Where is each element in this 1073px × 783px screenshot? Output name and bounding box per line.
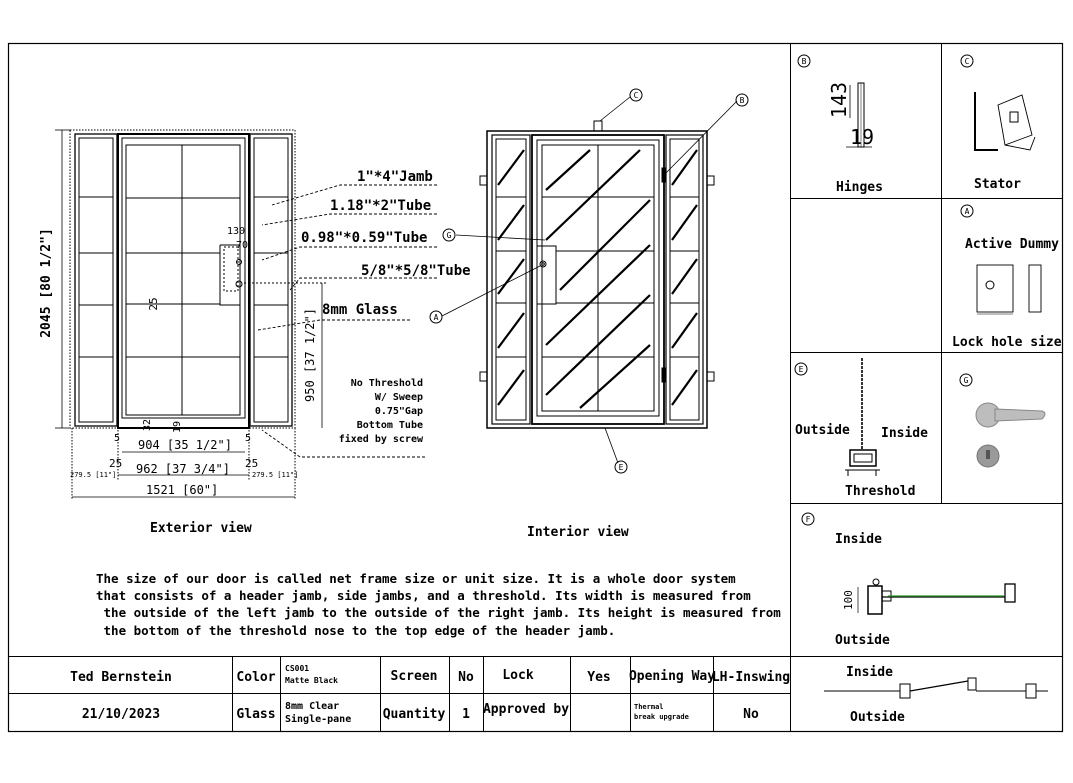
- description-line: the bottom of the threshold nose to the …: [96, 623, 615, 638]
- note-line: Bottom Tube: [357, 420, 423, 431]
- note-line: fixed by screw: [339, 433, 424, 445]
- table-name: Ted Bernstein: [70, 670, 172, 685]
- callout-tube-3: 5/8"*5/8"Tube: [361, 263, 471, 279]
- table-opening-value: LH-Inswing: [712, 670, 790, 685]
- hinges-detail: [797, 54, 872, 148]
- description-line: The size of our door is called net frame…: [96, 571, 736, 586]
- dim-70: 70: [236, 240, 248, 251]
- table-date: 21/10/2023: [82, 707, 160, 722]
- table-approved-label: Approved by: [483, 702, 569, 717]
- dim-handle-height: 950 [37 1/2"]: [303, 308, 317, 402]
- hinges-dim-143: 143: [827, 82, 851, 118]
- stator-marker: C: [965, 57, 970, 66]
- threshold-outside: Outside: [795, 423, 850, 438]
- table-color-label: Color: [236, 670, 275, 685]
- threshold-inside: Inside: [881, 426, 928, 441]
- order-table: [8, 656, 790, 732]
- exterior-view-label: Exterior view: [150, 521, 252, 536]
- swing-outside: Outside: [835, 633, 890, 648]
- dim-32: 32: [142, 419, 153, 431]
- table-lock-value: Yes: [587, 670, 610, 685]
- table-glass-label: Glass: [236, 707, 275, 722]
- dim-height: 2045 [80 1/2"]: [39, 228, 54, 338]
- table-screen-label: Screen: [391, 669, 438, 684]
- swing-detail: [801, 512, 1016, 615]
- lock-label: Lock hole size: [952, 335, 1062, 350]
- marker-c: C: [634, 91, 639, 100]
- threshold-note: No Threshold W/ Sweep 0.75"Gap Bottom Tu…: [339, 378, 424, 445]
- note-line: No Threshold: [351, 378, 423, 389]
- callout-jamb: 1"*4"Jamb: [357, 169, 433, 185]
- table-lock-label: Lock: [502, 668, 533, 683]
- dim-5-left: 5: [114, 433, 120, 444]
- table-thermal-line2: break upgrade: [634, 713, 689, 721]
- sheet-border: [7, 42, 1064, 733]
- threshold-marker: E: [799, 365, 804, 374]
- dim-19: 19: [172, 421, 183, 433]
- table-glass-line2: Single-pane: [285, 713, 351, 725]
- detail-panels-grid: [790, 43, 1062, 657]
- lock-hole-detail: [960, 204, 1042, 315]
- dim-1521: 1521 [60"]: [146, 483, 218, 497]
- table-quantity-value: 1: [462, 707, 470, 722]
- dim-962: 962 [37 3/4"]: [136, 462, 230, 476]
- swing-inside: Inside: [835, 532, 882, 547]
- lock-title: Active Dummy: [965, 237, 1059, 252]
- hinges-label: Hinges: [836, 180, 883, 195]
- marker-g: G: [447, 231, 452, 240]
- marker-b: B: [740, 96, 745, 105]
- table-quantity-label: Quantity: [383, 707, 446, 722]
- table-opening-label: Opening Way: [629, 669, 715, 684]
- note-line: W/ Sweep: [375, 392, 423, 403]
- marker-a: A: [434, 313, 439, 322]
- table-color-code: CS001: [285, 664, 309, 673]
- plan-inside: Inside: [846, 665, 893, 680]
- table-screen-value: No: [458, 670, 474, 685]
- interior-view: [429, 88, 749, 474]
- description-paragraph: The size of our door is called net frame…: [96, 571, 781, 638]
- dim-904: 904 [35 1/2"]: [138, 438, 232, 452]
- callout-tube-2: 0.98"*0.59"Tube: [301, 230, 427, 246]
- description-line: the outside of the left jamb to the outs…: [96, 605, 781, 620]
- swing-dim: 100: [842, 590, 855, 610]
- description-line: that consists of a header jamb, side jam…: [96, 588, 751, 603]
- stator-label: Stator: [974, 177, 1021, 192]
- note-line: 0.75"Gap: [375, 406, 423, 417]
- exterior-view: [55, 129, 437, 500]
- callout-tube-1: 1.18"*2"Tube: [330, 198, 431, 214]
- handle-marker: G: [964, 376, 969, 385]
- marker-e: E: [619, 463, 624, 472]
- table-thermal-value: No: [743, 707, 759, 722]
- plan-detail: [824, 677, 1048, 699]
- dim-5-right: 5: [245, 433, 251, 444]
- dim-25-center: 25: [147, 297, 160, 310]
- threshold-detail: [794, 358, 880, 476]
- table-color-value: Matte Black: [285, 676, 338, 685]
- stator-detail: [960, 54, 1036, 151]
- plan-outside: Outside: [850, 710, 905, 725]
- handle-detail: [959, 373, 1046, 468]
- table-glass-line1: 8mm Clear: [285, 701, 339, 712]
- threshold-label: Threshold: [845, 484, 915, 499]
- dim-130: 130: [227, 226, 245, 237]
- swing-marker: F: [806, 515, 811, 524]
- dim-25-right: 25: [245, 457, 258, 470]
- interior-view-label: Interior view: [527, 525, 629, 540]
- table-thermal-line1: Thermal: [634, 703, 664, 711]
- dim-25-left: 25: [109, 457, 122, 470]
- lock-marker: A: [965, 207, 970, 216]
- callout-glass: 8mm Glass: [322, 302, 398, 318]
- dim-side-left: 279.5 [11"]: [70, 471, 116, 479]
- hinges-marker: B: [802, 57, 807, 66]
- dim-side-right: 279.5 [11"]: [252, 471, 298, 479]
- hinges-dim-19: 19: [850, 125, 874, 149]
